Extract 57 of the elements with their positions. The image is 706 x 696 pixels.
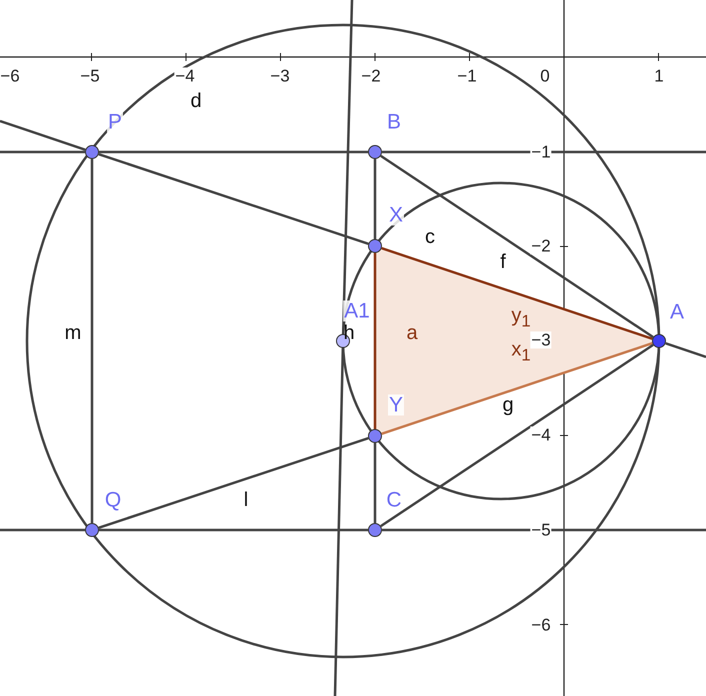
point: [368, 145, 382, 159]
point: [368, 429, 382, 443]
object-label: d: [190, 91, 202, 111]
object-label: l: [244, 490, 248, 510]
line-segment: [374, 159, 376, 239]
axis-tick-label: −4: [530, 426, 552, 444]
point-label: Q: [104, 490, 122, 510]
line-segment: [382, 528, 706, 532]
axis-tick-label: 1: [653, 68, 665, 84]
line-segment: [382, 150, 706, 154]
point: [652, 334, 666, 348]
axis-tick-label: −5: [530, 522, 552, 538]
object-label: m: [64, 323, 82, 343]
point-label: C: [385, 490, 403, 510]
point-label: A1: [343, 300, 371, 322]
line-segment: [380, 344, 654, 528]
axis-tick-label: −2: [360, 68, 382, 84]
axis-tick-label: −3: [269, 68, 291, 84]
line-segment: [381, 247, 653, 340]
line-segment: [380, 154, 654, 338]
line-segment: [334, 348, 344, 696]
line-segment: [0, 120, 86, 151]
line-segment: [381, 342, 653, 435]
point-label: P: [107, 112, 123, 132]
point: [85, 145, 99, 159]
point: [368, 239, 382, 253]
line-segment: [99, 150, 368, 154]
line-segment: [665, 342, 706, 358]
object-label: a: [406, 323, 418, 343]
axis-tick-label: −4: [174, 68, 196, 84]
line-segment: [374, 253, 376, 429]
line-segment: [90, 159, 94, 523]
point-label: Y: [388, 394, 404, 416]
object-label: y$_{1}$: [511, 306, 531, 330]
point-label: X: [388, 204, 404, 226]
object-label: x$_{1}$: [511, 340, 531, 364]
axis-tick-label: −6: [0, 68, 21, 84]
axis-tick-label: −6: [530, 616, 552, 634]
point: [85, 523, 99, 537]
line-segment: [0, 150, 85, 154]
line-segment: [98, 153, 369, 245]
object-label: g: [502, 395, 514, 415]
line-segment: [0, 528, 85, 532]
line-segment: [98, 437, 369, 529]
point: [368, 523, 382, 537]
line-segment: [99, 528, 368, 532]
axis-tick-label: −3: [530, 332, 552, 348]
line-segment: [342, 0, 354, 334]
axis-tick-label: −2: [530, 238, 552, 254]
object-label: h: [343, 323, 355, 343]
object-label: f: [500, 252, 506, 272]
axis-tick-label: 0: [539, 68, 551, 84]
object-label: c: [425, 227, 435, 247]
axis-tick-label: −5: [79, 68, 101, 84]
axis-tick-label: −1: [530, 144, 552, 160]
line-segment: [374, 443, 376, 523]
axis-tick-label: −1: [456, 68, 478, 84]
